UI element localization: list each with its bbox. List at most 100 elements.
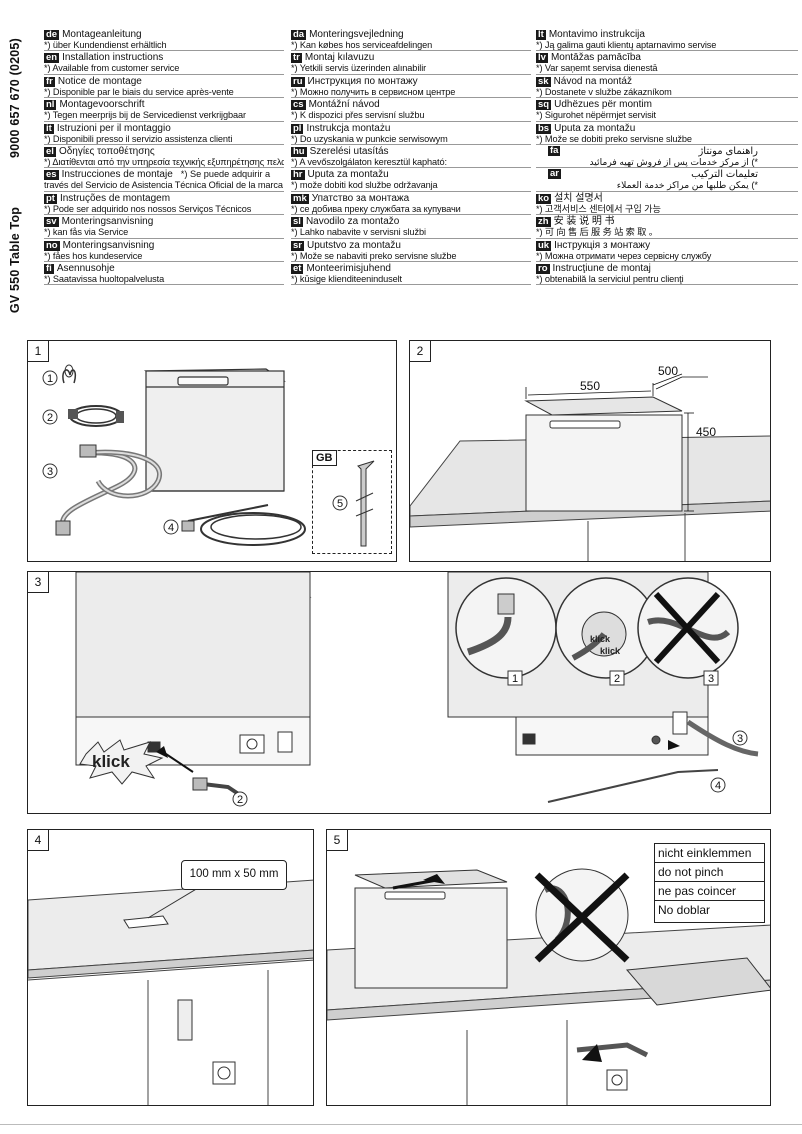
height-dimension: 450	[696, 425, 716, 439]
document-number: 9000 657 670 (0205)	[8, 37, 22, 158]
language-title: Monteringsanvisning	[61, 216, 154, 228]
panel-number: 3	[28, 572, 49, 593]
language-code-badge: fa	[548, 144, 561, 156]
language-code-badge: fi	[44, 262, 54, 274]
language-title: Instruções de montagem	[59, 192, 171, 204]
language-code-badge: pt	[44, 192, 57, 204]
cutout-size-label: 100 mm x 50 mm	[181, 860, 287, 890]
language-code-badge: sl	[291, 216, 303, 228]
language-code-badge: hu	[291, 145, 307, 157]
language-title: Інструкція з монтажу	[554, 239, 651, 251]
language-availability-note: *) Pode ser adquirido nos nossos Serviço…	[44, 203, 252, 214]
language-code-badge: it	[44, 122, 54, 134]
svg-text:3: 3	[47, 466, 53, 478]
language-availability-note: *) Можна отримати через сервісну службу	[536, 250, 712, 261]
klick-burst-icon	[79, 739, 164, 785]
language-code-badge: fr	[44, 75, 55, 87]
language-availability-note: *) A vevőszolgálaton keresztül kapható:	[291, 156, 447, 167]
language-availability-note: *) 可 向 售 后 服 务 站 索 取 。	[536, 227, 658, 238]
language-availability-note: través del Servicio de Asistencia Técnic…	[44, 180, 283, 191]
language-title: Montageanleitung	[62, 29, 142, 40]
do-not-pinch-icon	[534, 868, 630, 963]
panel-number: 1	[28, 341, 49, 362]
warning-fr: ne pas coincer	[655, 882, 764, 901]
dimensions-illustration: 550 500 450	[410, 364, 770, 561]
language-availability-note: *) kan fås via Service	[44, 227, 129, 238]
language-code-badge: et	[291, 262, 304, 274]
language-title: Инструкция по монтажу	[307, 75, 418, 87]
language-code-badge: el	[44, 145, 56, 157]
klick-small-label: klick	[590, 634, 611, 644]
language-code-badge: sr	[291, 239, 304, 251]
language-title: Montážní návod	[308, 99, 380, 111]
language-availability-note: *) Sigurohet nëpërmjet servisit	[536, 110, 656, 121]
language-availability-note: *) Ją galima gauti klientų aptarnavimo s…	[536, 40, 717, 50]
language-title: Uputa za montažu	[554, 122, 636, 134]
language-availability-note: *) može dobiti kod službe održavanja	[291, 180, 438, 191]
part-4-drain-hose-icon: 4	[163, 504, 306, 546]
language-code-badge: mk	[291, 192, 309, 204]
language-availability-note: *) يمكن طلبها من مراكز خدمة العملاء	[616, 180, 758, 191]
language-code-badge: sk	[536, 75, 551, 87]
language-title: Notice de montage	[57, 75, 142, 87]
language-code-badge: ar	[548, 168, 561, 180]
width-dimension: 550	[580, 379, 600, 393]
model-name: GV 550 Table Top	[8, 206, 22, 314]
language-availability-note: *) Disponible par le biais du service ap…	[44, 86, 234, 97]
panel-parts: 1 1 2 3	[27, 340, 397, 562]
language-code-badge: uk	[536, 239, 552, 251]
language-availability-note: *) Можно получить в сервисном центре	[291, 86, 456, 97]
svg-text:4: 4	[715, 780, 721, 792]
language-availability-note: *) Dostanete v službe zákazníkom	[536, 86, 672, 97]
language-code-badge: no	[44, 239, 60, 251]
klick-label: klick	[92, 752, 130, 771]
cutout-illustration	[28, 879, 313, 1105]
warning-es: No doblar	[658, 903, 711, 917]
svg-text:4: 4	[168, 522, 174, 534]
language-code-badge: da	[291, 29, 307, 40]
language-code-badge: tr	[291, 52, 302, 64]
dishwasher-back-left	[75, 572, 312, 766]
depth-dimension: 500	[658, 364, 678, 378]
svg-text:3: 3	[737, 733, 743, 745]
detail-klick-connection: klick klick 2	[555, 577, 657, 686]
language-title: Οδηγίες τοποθέτησης	[58, 145, 155, 157]
panel-number: 4	[28, 830, 49, 851]
language-availability-note: *) се добива преку службата за купувачи	[291, 203, 461, 214]
part-5-bracket-icon: 5	[332, 460, 375, 547]
gb-only-box: GB	[312, 450, 392, 554]
language-availability-note: *) 고객서비스 센터에서 구입 가능	[536, 203, 661, 214]
language-availability-note: *) fåes hos kundeservice	[44, 250, 143, 261]
language-title: Monteerimisjuhend	[306, 262, 391, 274]
language-title: Montagevoorschrift	[59, 99, 145, 111]
language-title: راهنمای مونتاژ	[698, 145, 758, 157]
panel-number: 2	[410, 341, 431, 362]
svg-text:2: 2	[47, 412, 53, 424]
language-title: Installation instructions	[62, 52, 164, 64]
language-availability-note: *) Može se dobiti preko servisne službe	[536, 133, 692, 144]
dishwasher-illustration	[354, 869, 508, 989]
language-title: Monteringsanvisning	[62, 239, 155, 251]
warning-de: nicht einklemmen	[655, 844, 764, 863]
language-code-badge: es	[44, 169, 59, 181]
language-title: Montaj kılavuzu	[304, 52, 375, 64]
